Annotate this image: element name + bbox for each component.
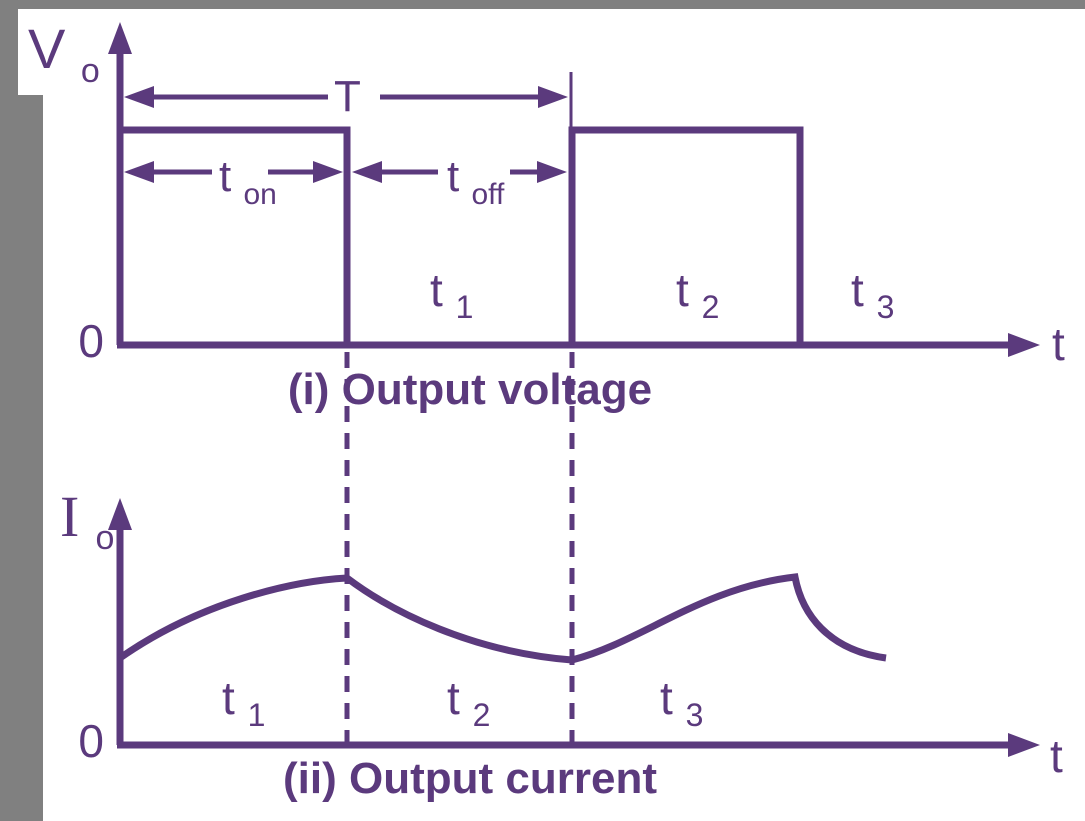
- period-arrow-left-icon: [124, 86, 154, 108]
- voltage-y-label: V o: [28, 17, 100, 90]
- toff-label: t off: [447, 152, 505, 211]
- ton-arrow-right-icon: [313, 161, 343, 183]
- voltage-origin-label: 0: [78, 315, 104, 367]
- voltage-interval-t1: t 1: [430, 264, 473, 325]
- toff-arrow-right-icon: [537, 161, 567, 183]
- voltage-x-axis-arrow-icon: [1008, 333, 1040, 357]
- slide-edge-left-upper: [0, 0, 18, 95]
- voltage-interval-t3: t 3: [851, 264, 894, 325]
- voltage-pulse-1: [116, 126, 351, 345]
- current-origin-label: 0: [78, 715, 104, 767]
- current-x-axis-arrow-icon: [1008, 733, 1040, 757]
- voltage-pulse-2: [568, 126, 804, 345]
- voltage-time-label: t: [1052, 318, 1065, 370]
- current-chart: I o 0 t t 1 t 2 t 3: [60, 484, 1063, 803]
- ton-label: t on: [219, 152, 277, 211]
- slide-edge-left: [0, 95, 43, 821]
- voltage-chart: T t on t off V o: [28, 17, 1065, 414]
- current-interval-t1: t 1: [222, 672, 265, 733]
- ton-arrow-left-icon: [124, 161, 154, 183]
- slide-edge-top: [0, 0, 1085, 9]
- current-interval-t2: t 2: [447, 672, 490, 733]
- current-interval-t3: t 3: [660, 672, 703, 733]
- voltage-interval-t2: t 2: [676, 264, 719, 325]
- voltage-caption: (i) Output voltage: [288, 365, 652, 414]
- period-label: T: [334, 72, 361, 121]
- current-time-label: t: [1050, 730, 1063, 782]
- current-curve: [117, 573, 887, 664]
- toff-arrow-left-icon: [352, 161, 382, 183]
- period-arrow-right-icon: [538, 86, 568, 108]
- voltage-y-axis-arrow-icon: [108, 22, 132, 54]
- current-y-axis-arrow-icon: [108, 498, 132, 530]
- current-caption: (ii) Output current: [283, 754, 657, 803]
- current-y-label: I o: [60, 484, 114, 557]
